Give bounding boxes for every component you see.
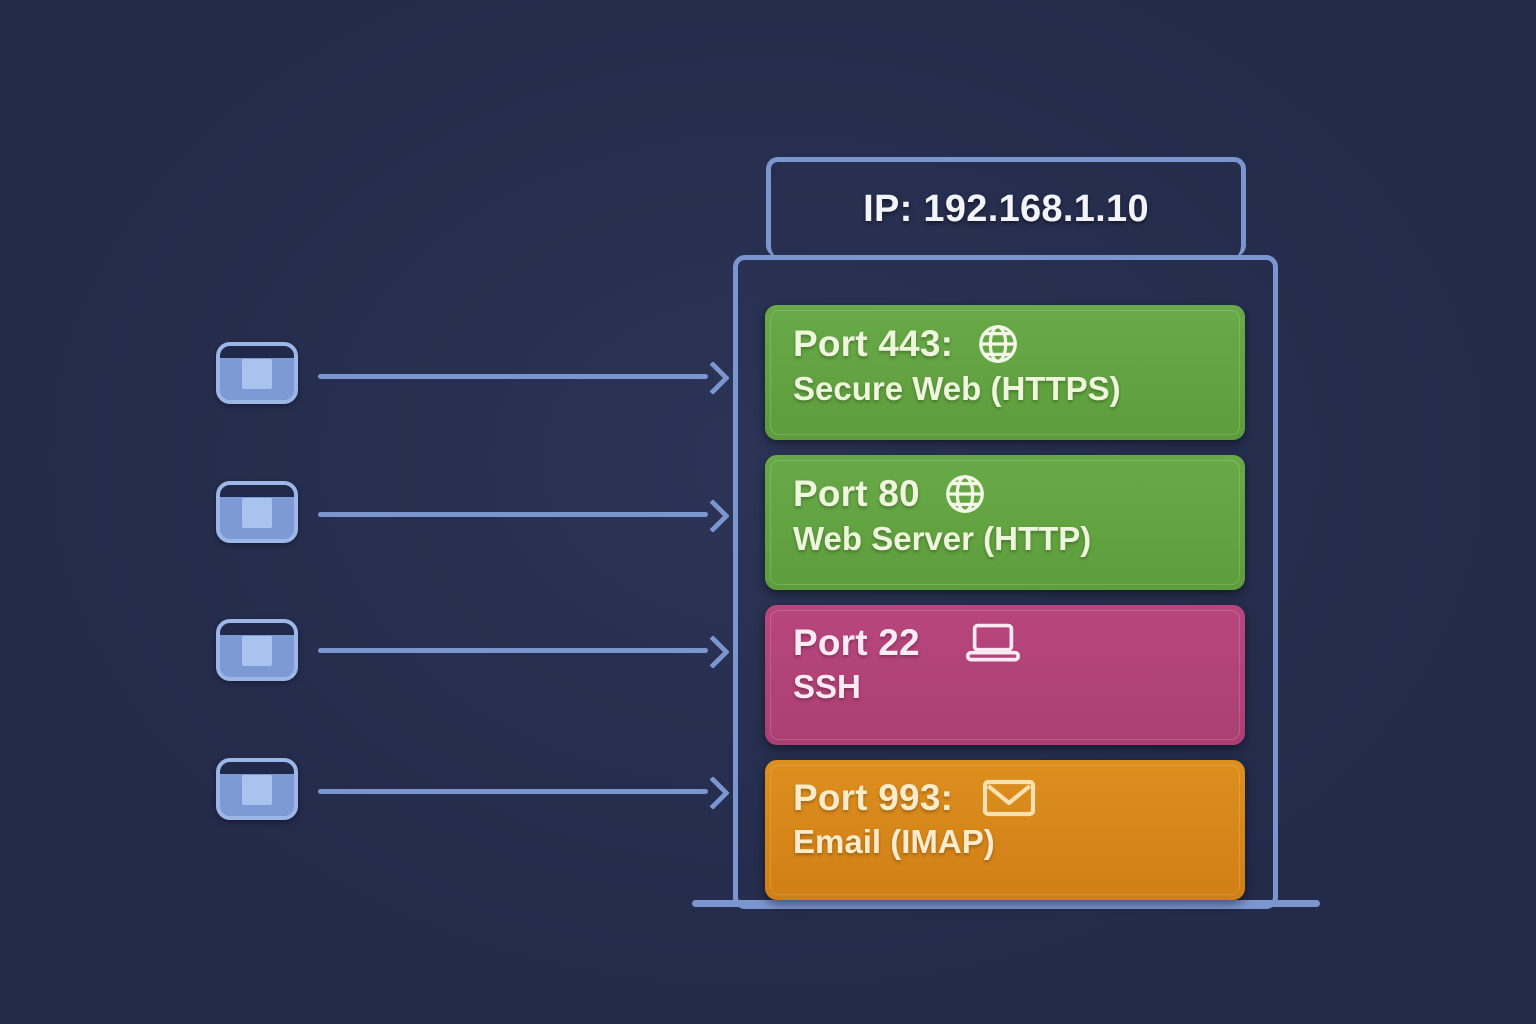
port-title: Port 22	[793, 621, 920, 663]
arrow-right-icon	[318, 499, 730, 533]
server-base-line	[692, 900, 1320, 907]
client-screen	[242, 359, 272, 390]
port-subtitle: SSH	[793, 668, 861, 705]
port-title: Port 80	[793, 472, 920, 514]
client-window-icon	[216, 481, 298, 543]
ip-address-label: IP: 192.168.1.10	[863, 188, 1149, 230]
client-screen	[242, 775, 272, 806]
port-card-80[interactable]: Port 80 Web Server (HTTP)	[765, 455, 1245, 590]
ip-header-box: IP: 192.168.1.10	[766, 157, 1246, 257]
arrow-right-icon	[318, 776, 730, 810]
envelope-icon	[981, 776, 1037, 820]
port-card-22[interactable]: Port 22 SSH	[765, 605, 1245, 745]
port-subtitle: Email (IMAP)	[793, 823, 995, 860]
port-subtitle: Web Server (HTTP)	[793, 520, 1092, 557]
globe-icon	[942, 471, 988, 517]
port-title: Port 993:	[793, 776, 954, 818]
client-screen	[242, 636, 272, 667]
laptop-icon	[964, 621, 1022, 665]
client-window-icon	[216, 342, 298, 404]
client-window-icon	[216, 619, 298, 681]
port-card-443[interactable]: Port 443: Secure Web (HTTPS)	[765, 305, 1245, 440]
globe-icon	[975, 321, 1021, 367]
port-subtitle: Secure Web (HTTPS)	[793, 370, 1121, 407]
port-card-993[interactable]: Port 993: Email (IMAP)	[765, 760, 1245, 900]
arrow-right-icon	[318, 361, 730, 395]
client-window-icon	[216, 758, 298, 820]
client-screen	[242, 498, 272, 529]
arrow-right-icon	[318, 635, 730, 669]
port-title: Port 443:	[793, 322, 954, 364]
